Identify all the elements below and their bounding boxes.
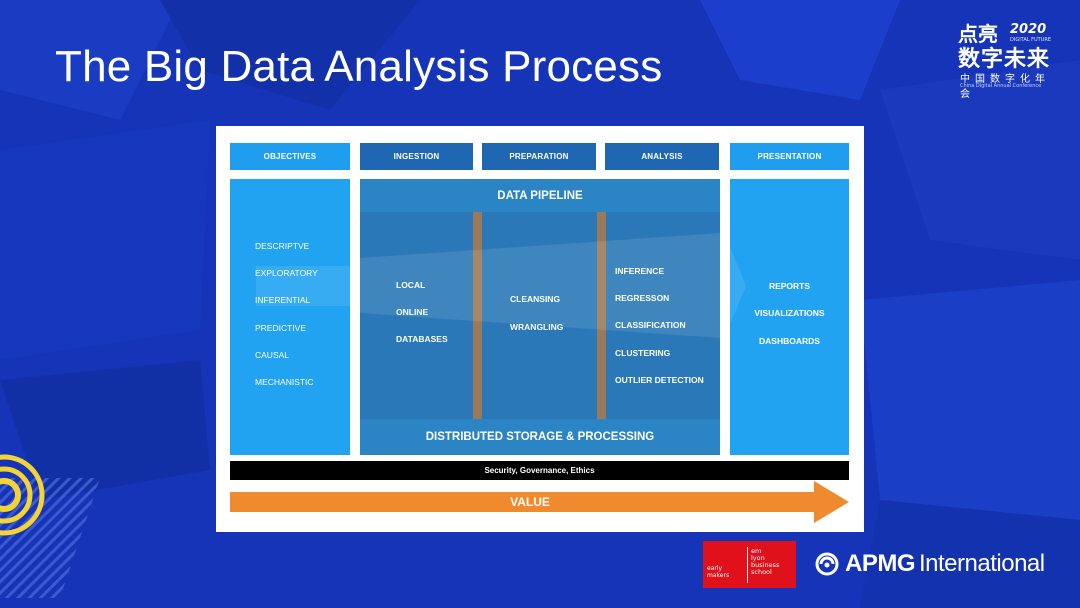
process-diagram: OBJECTIVES INGESTION PREPARATION ANALYSI… xyxy=(216,126,864,532)
objective-item: EXPLORATORY xyxy=(255,268,318,278)
ingestion-item: ONLINE xyxy=(396,307,429,317)
header-objectives: OBJECTIVES xyxy=(230,143,350,170)
emlyon-left-text: early makers xyxy=(707,565,730,579)
emlyon-right-text: em lyon business school xyxy=(751,547,780,576)
value-label: VALUE xyxy=(510,495,550,509)
slide-title: The Big Data Analysis Process xyxy=(55,42,663,91)
objective-item: CAUSAL xyxy=(255,350,290,360)
event-logo-tagline: DIGITAL FUTURE xyxy=(1010,37,1052,43)
preparation-item: WRANGLING xyxy=(510,322,564,332)
event-logo-year: 2020 xyxy=(1010,22,1047,37)
ingestion-item: LOCAL xyxy=(396,280,426,290)
header-presentation: PRESENTATION xyxy=(730,143,849,170)
apmg-name: APMG xyxy=(845,550,916,577)
distributed-storage-label: DISTRIBUTED STORAGE & PROCESSING xyxy=(360,419,720,455)
presentation-item: DASHBOARDS xyxy=(759,336,820,346)
objective-item: MECHANISTIC xyxy=(255,377,314,387)
emlyon-logo: early makers em lyon business school xyxy=(703,541,796,588)
analysis-item: REGRESSON xyxy=(615,293,670,303)
presentation-column xyxy=(730,179,849,455)
objective-item: PREDICTIVE xyxy=(255,323,307,333)
header-ingestion: INGESTION xyxy=(360,143,473,170)
analysis-item: OUTLIER DETECTION xyxy=(615,375,704,385)
analysis-item: CLASSIFICATION xyxy=(615,320,686,330)
header-analysis: ANALYSIS xyxy=(605,143,719,170)
preparation-item: CLEANSING xyxy=(510,294,561,304)
pipeline-divider xyxy=(473,212,482,419)
analysis-item: CLUSTERING xyxy=(615,348,671,358)
flow-arrow-overlay xyxy=(256,223,746,348)
objectives-column xyxy=(230,179,350,455)
presentation-item: REPORTS xyxy=(768,281,811,291)
data-pipeline-label: DATA PIPELINE xyxy=(360,179,720,212)
header-preparation: PREPARATION xyxy=(482,143,596,170)
data-pipeline-block: DATA PIPELINE DISTRIBUTED STORAGE & PROC… xyxy=(360,179,720,455)
ring-logo-icon xyxy=(0,454,45,536)
ingestion-item: DATABASES xyxy=(396,334,448,344)
pipeline-divider xyxy=(597,212,606,419)
objective-item: INFERENTIAL xyxy=(255,295,311,305)
event-logo-line2: 数字未来 xyxy=(958,47,1051,72)
value-arrow xyxy=(230,481,849,523)
apmg-swirl-icon xyxy=(815,552,839,576)
event-logo: 点亮 2020 DIGITAL FUTURE 数字未来 中国数字化年会 Chin… xyxy=(958,18,1058,100)
event-logo-line1: 点亮 xyxy=(958,22,998,46)
analysis-item: INFERENCE xyxy=(615,266,665,276)
event-logo-line4: China Digital Annual Conference xyxy=(960,83,1042,89)
presentation-item: VISUALIZATIONS xyxy=(754,308,825,318)
apmg-suffix: International xyxy=(919,550,1045,577)
objective-item: DESCRIPTVE xyxy=(255,241,310,251)
apmg-logo: APMG International xyxy=(815,547,1045,581)
security-governance-bar: Security, Governance, Ethics xyxy=(230,461,849,480)
event-logo-line3: 中国数字化年会 xyxy=(960,74,1050,100)
